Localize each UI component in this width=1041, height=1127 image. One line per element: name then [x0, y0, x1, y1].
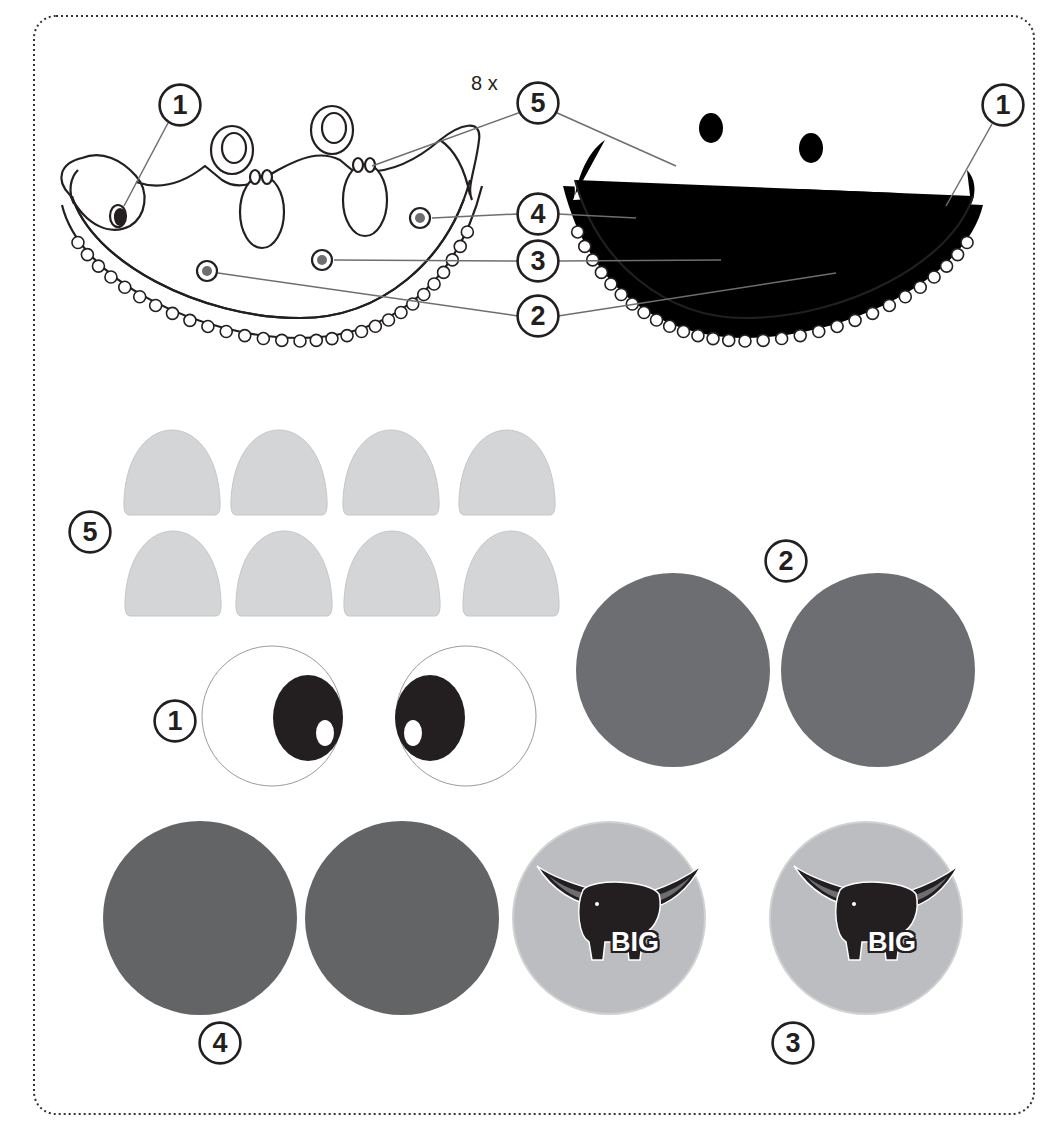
- tooth-sticker: [344, 531, 440, 616]
- logo-circle: [769, 821, 963, 1015]
- dark-dot-stickers: [103, 573, 975, 1015]
- callout-number: 2: [764, 539, 808, 583]
- ride-on-toy: [563, 106, 984, 347]
- callout-number: 5: [516, 81, 560, 125]
- callout-number: 2: [516, 294, 560, 338]
- callout-number-text: 2: [530, 303, 545, 330]
- callout-number-text: 3: [530, 248, 545, 275]
- eye-stickers: [202, 646, 536, 786]
- callout-number-text: 4: [530, 201, 545, 228]
- tooth-sticker: [124, 430, 220, 515]
- callout-number-text: 3: [785, 1030, 800, 1057]
- callout-number-text: 1: [172, 92, 187, 119]
- callout-number: 4: [198, 1021, 242, 1065]
- tooth-sticker: [231, 430, 327, 515]
- callout-number-text: 5: [530, 90, 545, 117]
- callout-number: 3: [771, 1021, 815, 1065]
- tooth-sticker: [463, 531, 559, 616]
- logo-sticker: BIG: [769, 821, 963, 1015]
- callout-number: 4: [516, 192, 560, 236]
- callout-number: 5: [68, 510, 112, 554]
- logo-text: BIG: [611, 929, 659, 956]
- callout-number-text: 5: [82, 519, 97, 546]
- logo-circle: [512, 821, 706, 1015]
- callout-number-text: 4: [212, 1030, 227, 1057]
- callout-number-text: 2: [778, 548, 793, 575]
- logo-sticker: BIG: [512, 821, 706, 1015]
- logo-text: BIG: [868, 929, 916, 956]
- callout-number-text: 1: [167, 708, 182, 735]
- callout-number: 1: [981, 83, 1025, 127]
- cut-border: [34, 16, 1034, 1114]
- callout-number: 1: [153, 699, 197, 743]
- tooth-stickers: [124, 430, 559, 616]
- callout-number: 1: [158, 83, 202, 127]
- leader-lines: [124, 112, 992, 316]
- callout-number-text: 1: [995, 92, 1010, 119]
- tooth-sticker: [343, 430, 439, 515]
- tooth-sticker: [236, 531, 332, 616]
- callout-number: 3: [516, 239, 560, 283]
- tooth-sticker: [459, 430, 555, 515]
- quantity-label: 8 x: [471, 72, 498, 95]
- ride-on-toy: [61, 106, 482, 347]
- tooth-sticker: [125, 531, 221, 616]
